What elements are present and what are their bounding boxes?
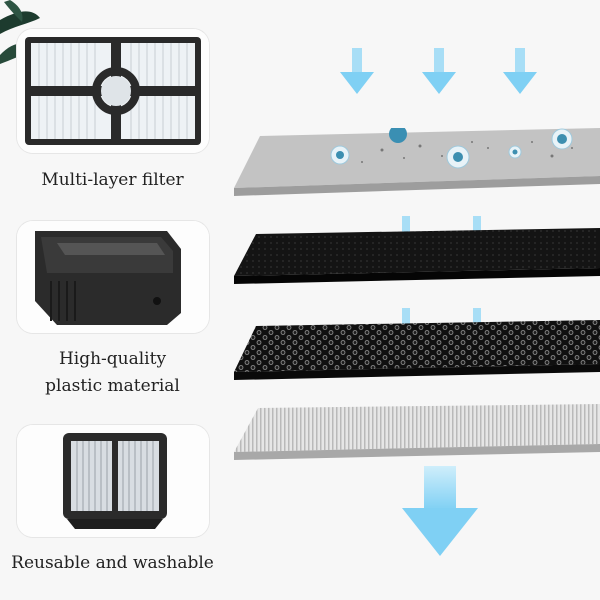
carbon-filter-layer [234,228,600,284]
feature-caption-plastic: High-quality plastic material [0,346,225,400]
feature-caption-multi-layer: Multi-layer filter [0,167,225,194]
cotton-filter-layer [234,128,600,196]
caption-line: Reusable and washable [11,553,214,573]
large-down-arrow-icon [402,466,478,556]
hepa-filter-layer [234,404,600,460]
feature-caption-reusable: Reusable and washable [0,550,225,577]
caption-line: plastic material [45,376,180,396]
honeycomb-filter-layer [234,320,600,380]
caption-line: High-quality [58,349,167,369]
plastic-housing-image [17,221,209,333]
down-arrow-icon [503,48,537,94]
reusable-filter-image [17,425,209,537]
down-arrow-icon [340,48,374,94]
down-arrow-icon [422,48,456,94]
caption-line: Multi-layer filter [41,170,184,190]
multi-layer-filter-image [17,29,209,153]
